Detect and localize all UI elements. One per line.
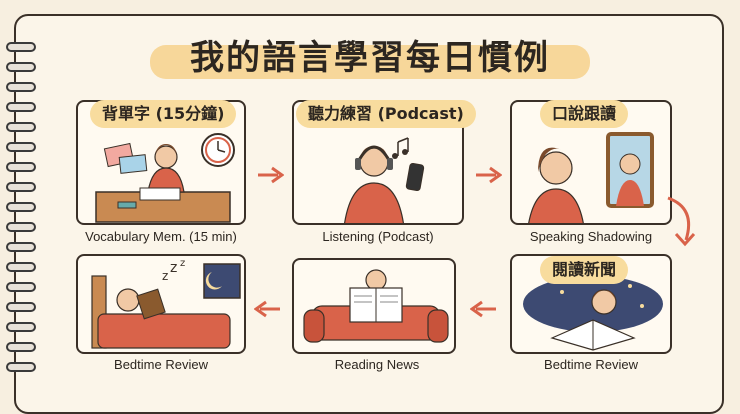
newspaper-icon — [349, 287, 403, 323]
speaking-illustration — [528, 132, 654, 223]
music-notes-icon — [392, 137, 409, 159]
headphones-icon — [355, 145, 393, 170]
spiral-ring — [6, 362, 36, 372]
step-label-4: 閱讀新聞 — [540, 256, 629, 284]
step-label-1: 背單字 (15分鐘) — [90, 100, 237, 128]
panel-reading-bedtime — [510, 254, 672, 354]
arrow-right-1 — [256, 166, 284, 184]
arrow-right-2 — [474, 166, 502, 184]
step-label-3: 口說跟讀 — [540, 100, 629, 128]
step-caption-5: Reading News — [334, 357, 420, 372]
arrow-left-1 — [470, 300, 498, 318]
mirror-icon — [606, 132, 654, 208]
arrow-left-2 — [254, 300, 282, 318]
spiral-ring — [6, 242, 36, 252]
step-caption-3: Speaking Shadowing — [529, 229, 653, 244]
arrow-curve-down — [662, 194, 702, 250]
spiral-ring — [6, 262, 36, 272]
moon-icon — [205, 272, 222, 290]
listening-illustration — [344, 137, 425, 223]
spiral-ring — [6, 82, 36, 92]
study-night-illustration — [523, 276, 663, 351]
step-caption-4: Bedtime Review — [544, 357, 638, 372]
svg-text:z: z — [162, 269, 168, 283]
spiral-ring — [6, 102, 36, 112]
spiral-ring — [6, 42, 36, 52]
spiral-ring — [6, 222, 36, 232]
spiral-ring — [6, 62, 36, 72]
spiral-ring — [6, 202, 36, 212]
spiral-ring — [6, 322, 36, 332]
clock-icon — [201, 133, 235, 167]
sleep-z-icon: z z z — [162, 258, 185, 283]
title-highlight — [150, 45, 590, 79]
step-label-2: 聽力練習 (Podcast) — [296, 100, 476, 128]
panel-reading-news — [292, 258, 456, 354]
spiral-ring — [6, 142, 36, 152]
panel-bedtime-review: z z z — [76, 254, 246, 354]
step-caption-1: Vocabulary Mem. (15 min) — [85, 229, 237, 244]
vocabulary-illustration — [95, 133, 235, 223]
reading-news-illustration — [303, 269, 449, 343]
spiral-ring — [6, 342, 36, 352]
spiral-ring — [6, 162, 36, 172]
page-title: 我的語言學習每日慣例 — [190, 38, 550, 78]
step-caption-6: Bedtime Review — [114, 357, 208, 372]
spiral-ring — [6, 302, 36, 312]
step-caption-2: Listening (Podcast) — [322, 229, 434, 244]
spiral-ring — [6, 182, 36, 192]
spiral-ring — [6, 122, 36, 132]
bedtime-illustration: z z z — [91, 258, 241, 349]
svg-text:z: z — [180, 258, 185, 269]
spiral-ring — [6, 282, 36, 292]
svg-text:z: z — [170, 260, 177, 276]
